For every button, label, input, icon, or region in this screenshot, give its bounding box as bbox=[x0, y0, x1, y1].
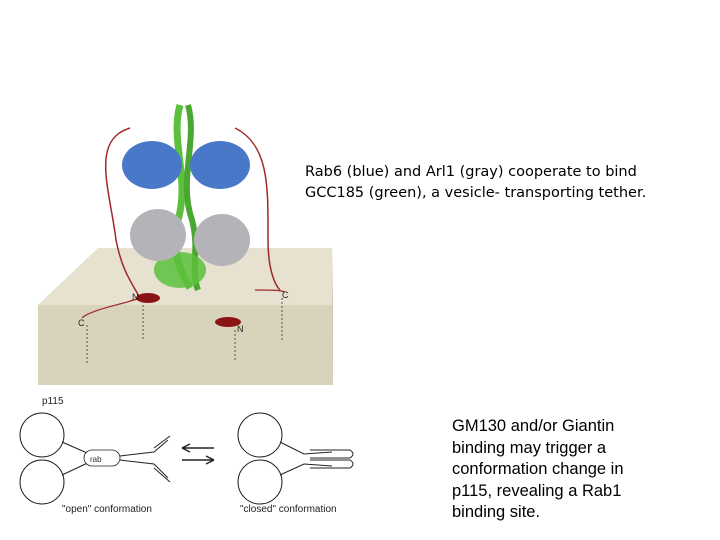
gcc185-domain bbox=[154, 252, 206, 288]
left-n-terminus-label: N bbox=[132, 292, 139, 302]
left-c-terminus-label: C bbox=[78, 318, 85, 328]
right-n-terminus-label: N bbox=[237, 324, 244, 334]
schematic-caption-line: binding site. bbox=[452, 503, 541, 521]
rab6-right bbox=[190, 141, 250, 189]
open-tail-ends bbox=[153, 435, 171, 483]
arl1-right bbox=[194, 214, 250, 266]
p115-label: p115 bbox=[42, 396, 64, 407]
p115-conformation-schematic: p115 rab "open" conformation "closed" co… bbox=[19, 396, 354, 515]
closed-head-top bbox=[237, 412, 283, 458]
structure-caption-line: Rab6 (blue) and Arl1 (gray) cooperate to… bbox=[305, 164, 637, 180]
left-anchor-helix bbox=[136, 293, 160, 303]
protein-structure-illustration: N C C N bbox=[38, 104, 333, 385]
schematic-caption: GM130 and/or Giantin binding may trigger… bbox=[452, 416, 702, 524]
open-tail-lines bbox=[119, 439, 169, 479]
rab6-left bbox=[122, 141, 182, 189]
arrow-right-icon bbox=[182, 455, 215, 465]
membrane-side-face bbox=[332, 248, 333, 385]
arrow-left-icon bbox=[181, 443, 214, 453]
arl1-left bbox=[130, 209, 186, 261]
closed-conformation-label: "closed" conformation bbox=[240, 504, 337, 515]
open-head-bottom bbox=[19, 459, 65, 505]
left-tether-line bbox=[104, 127, 141, 299]
structure-caption: Rab6 (blue) and Arl1 (gray) cooperate to… bbox=[305, 162, 685, 204]
schematic-caption-line: GM130 and/or Giantin bbox=[452, 417, 615, 435]
structure-caption-line: GCC185 (green), a vesicle- transporting … bbox=[305, 185, 647, 201]
left-c-tether bbox=[81, 297, 141, 319]
closed-tail-lines bbox=[310, 449, 354, 469]
rab-domain-box bbox=[83, 449, 121, 467]
right-anchor-helix bbox=[215, 317, 241, 327]
schematic-caption-line: conformation change in bbox=[452, 460, 624, 478]
right-tether-line bbox=[234, 127, 281, 291]
closed-head-bottom bbox=[237, 459, 283, 505]
right-c-tether bbox=[254, 289, 286, 293]
schematic-caption-line: binding may trigger a bbox=[452, 438, 607, 457]
right-c-terminus-label: C bbox=[282, 290, 289, 300]
open-head-top bbox=[19, 412, 65, 458]
closed-neck-lines bbox=[279, 441, 333, 476]
open-conformation-label: "open" conformation bbox=[62, 504, 152, 515]
schematic-caption-line: p115, revealing a Rab1 bbox=[452, 481, 622, 500]
rab-domain-label: rab bbox=[90, 455, 102, 464]
